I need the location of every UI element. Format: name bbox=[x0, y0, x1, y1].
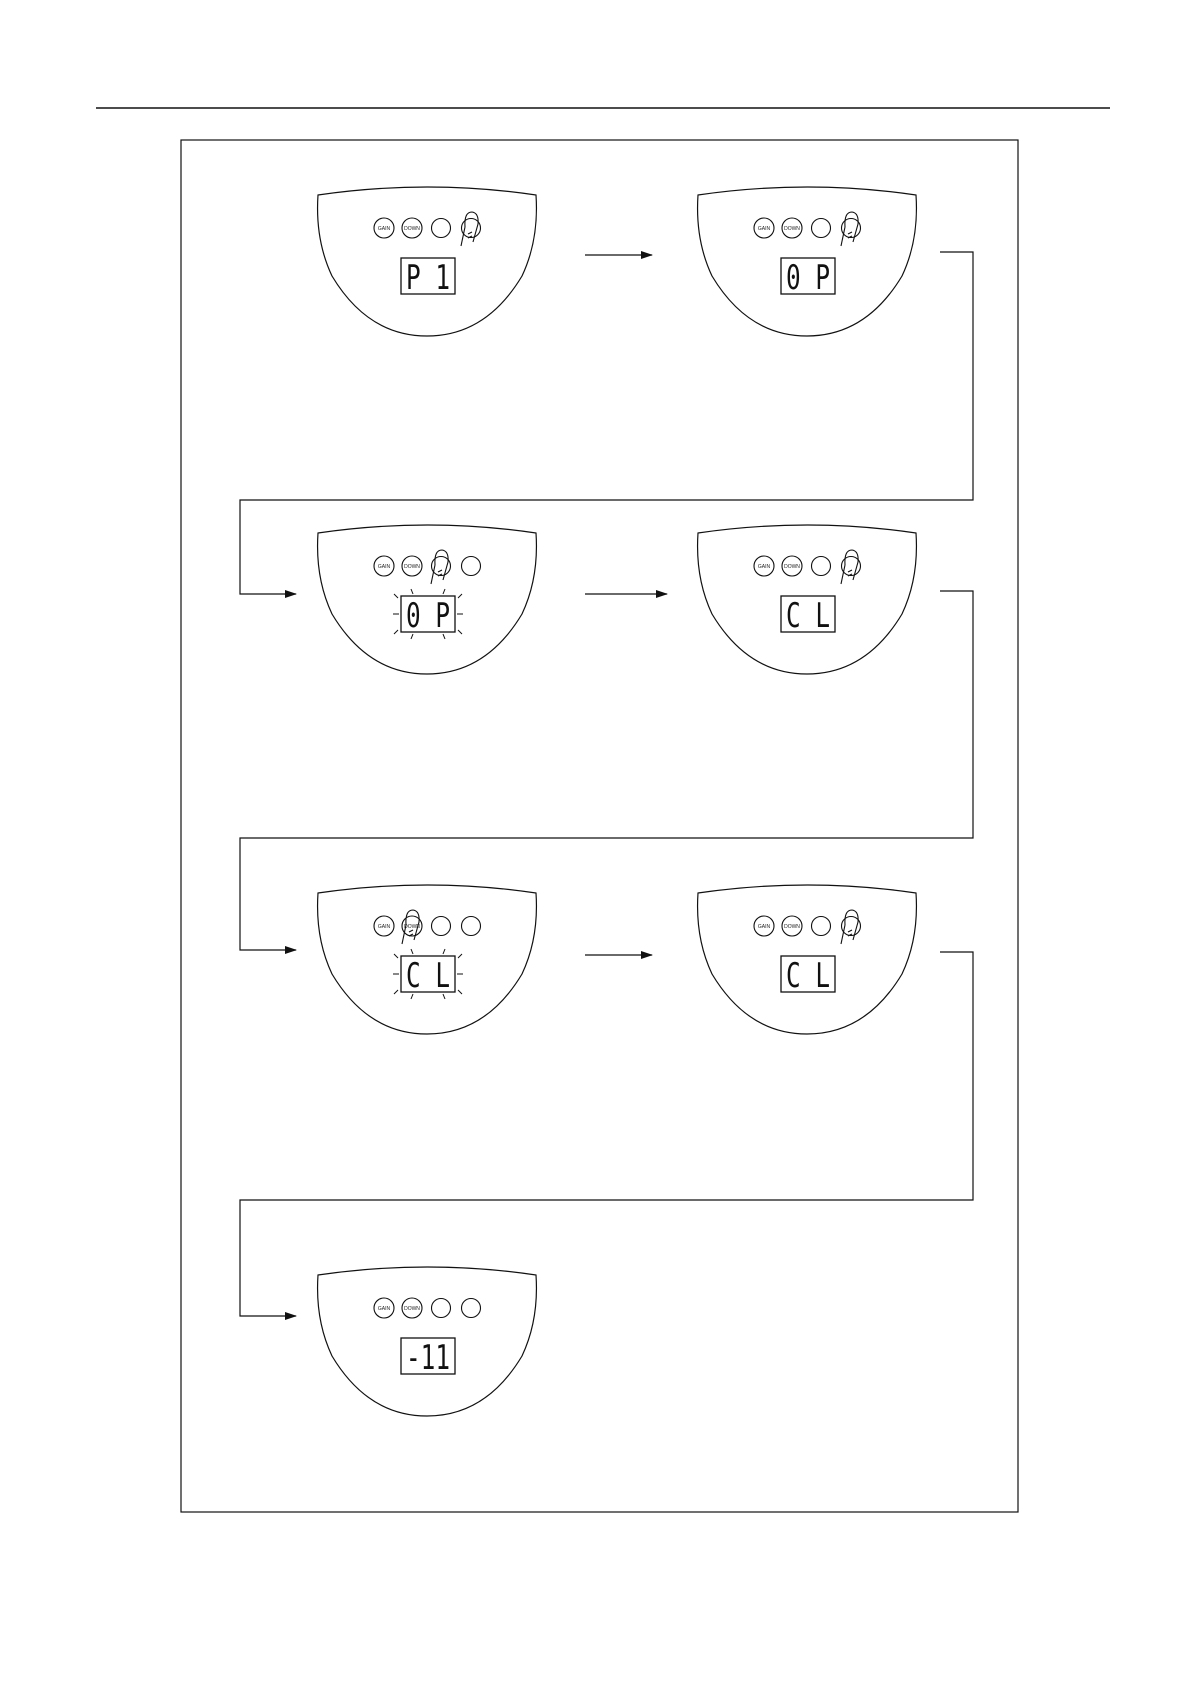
panel-button-1[interactable]: GAIN bbox=[374, 916, 394, 936]
panel-button-2[interactable]: DOWN bbox=[782, 556, 802, 576]
segment-display: P 1 bbox=[401, 258, 455, 298]
segment-display: 0 P bbox=[781, 258, 835, 298]
flow-connectors bbox=[240, 252, 973, 1316]
display-readout: 0 P bbox=[786, 258, 830, 298]
segment-display: C L bbox=[781, 596, 835, 636]
panel-button-1[interactable]: GAIN bbox=[374, 556, 394, 576]
panel-button-2[interactable]: DOWN bbox=[402, 218, 422, 238]
button-label: DOWN bbox=[404, 564, 420, 570]
diagram-frame bbox=[181, 140, 1018, 1512]
display-readout: C L bbox=[406, 956, 450, 996]
segment-display: C L bbox=[393, 949, 463, 999]
panel-button-3[interactable] bbox=[812, 917, 831, 936]
control-panel-step-2: GAIN DOWN 0 P bbox=[698, 187, 917, 336]
panel-button-4[interactable] bbox=[462, 557, 481, 576]
panel-button-3[interactable] bbox=[432, 917, 451, 936]
control-panel-step-6: GAIN DOWN C L bbox=[698, 885, 917, 1034]
display-readout: C L bbox=[786, 596, 830, 636]
panel-button-1[interactable]: GAIN bbox=[754, 556, 774, 576]
panel-button-3[interactable] bbox=[432, 219, 451, 238]
control-panel-step-3: GAIN DOWN 0 P bbox=[318, 525, 537, 674]
display-readout: -11 bbox=[406, 1338, 450, 1378]
button-label: DOWN bbox=[784, 924, 800, 930]
panel-button-1[interactable]: GAIN bbox=[754, 916, 774, 936]
button-label: GAIN bbox=[378, 924, 391, 930]
button-label: GAIN bbox=[378, 1306, 391, 1312]
segment-display: 0 P bbox=[393, 589, 463, 639]
button-label: DOWN bbox=[404, 1306, 420, 1312]
button-label: GAIN bbox=[378, 564, 391, 570]
button-label: GAIN bbox=[758, 226, 771, 232]
display-readout: 0 P bbox=[406, 596, 450, 636]
panel-button-2[interactable]: DOWN bbox=[782, 916, 802, 936]
panel-button-4[interactable] bbox=[462, 917, 481, 936]
panel-button-2[interactable]: DOWN bbox=[782, 218, 802, 238]
display-readout: C L bbox=[786, 956, 830, 996]
segment-display: C L bbox=[781, 956, 835, 996]
control-panel-step-4: GAIN DOWN C L bbox=[698, 525, 917, 674]
panel-button-4[interactable] bbox=[462, 1299, 481, 1318]
panel-button-2[interactable]: DOWN bbox=[402, 1298, 422, 1318]
button-label: DOWN bbox=[784, 226, 800, 232]
button-label: GAIN bbox=[758, 924, 771, 930]
control-panel-step-1: GAIN DOWN P 1 bbox=[318, 187, 537, 336]
segment-display: -11 bbox=[401, 1338, 455, 1378]
display-readout: P 1 bbox=[406, 258, 450, 298]
button-label: GAIN bbox=[378, 226, 391, 232]
button-label: DOWN bbox=[404, 226, 420, 232]
panel-button-1[interactable]: GAIN bbox=[374, 1298, 394, 1318]
button-label: DOWN bbox=[784, 564, 800, 570]
panel-button-3[interactable] bbox=[812, 557, 831, 576]
panel-button-3[interactable] bbox=[812, 219, 831, 238]
panel-button-3[interactable] bbox=[432, 1299, 451, 1318]
button-label: GAIN bbox=[758, 564, 771, 570]
control-panel-step-7: GAIN DOWN -11 bbox=[318, 1267, 537, 1416]
panel-button-1[interactable]: GAIN bbox=[374, 218, 394, 238]
panel-button-2[interactable]: DOWN bbox=[402, 556, 422, 576]
panel-button-1[interactable]: GAIN bbox=[754, 218, 774, 238]
